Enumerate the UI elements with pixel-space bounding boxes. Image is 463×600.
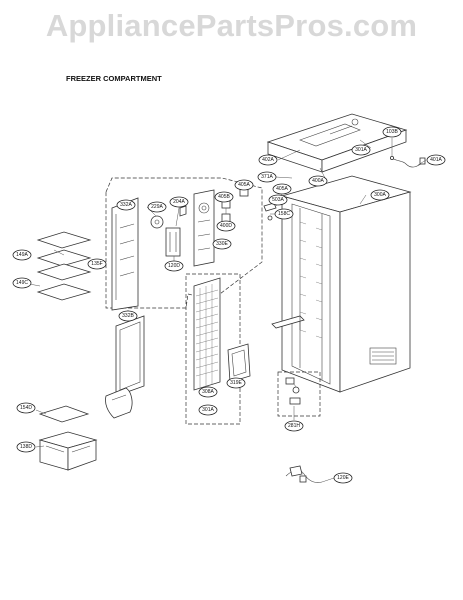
callout-label: 300A (374, 192, 386, 198)
callout-label: 319E (230, 380, 242, 386)
callout-label: 301A (355, 147, 367, 153)
callout-label: 402A (262, 157, 274, 163)
callout-149C: 149C (12, 277, 32, 289)
callout-402A: 402A (258, 154, 278, 166)
callout-405A-mid: 405A (234, 179, 254, 191)
watermark: AppliancePartsPros.com (45, 8, 418, 43)
fan-assembly (150, 205, 187, 257)
control-parts (221, 187, 249, 227)
callout-405B: 405B (214, 191, 234, 203)
callout-120D: 120D (164, 260, 184, 272)
callout-371A: 371A (257, 171, 277, 183)
callout-label: 405A (276, 186, 288, 192)
dispenser-chute (105, 387, 133, 419)
callout-332B: 332B (118, 310, 138, 322)
air-duct-cover (111, 197, 139, 311)
callout-label: 154D (20, 405, 32, 411)
top-control-housing (266, 113, 408, 173)
callout-135F: 135F (87, 258, 107, 270)
exploded-region-drawer (185, 273, 241, 425)
callout-405A-top: 405A (272, 183, 292, 195)
callout-503A: 503A (268, 194, 288, 206)
callout-label: 332B (122, 313, 134, 319)
callout-label: 401A (430, 157, 442, 163)
drain-heater (227, 343, 251, 383)
callout-204A: 204A (169, 196, 189, 208)
callout-158C: 158C (274, 208, 294, 220)
evaporator-panel (193, 189, 215, 267)
callout-229A: 229A (147, 201, 167, 213)
evaporator-coil (193, 277, 221, 391)
callout-120E: 120E (333, 472, 353, 484)
callout-label: 400D (220, 223, 232, 229)
callout-label: 138D (20, 444, 32, 450)
callout-400A: 400A (308, 175, 328, 187)
callout-label: 149A (16, 252, 28, 258)
callout-330E: 330E (212, 238, 232, 250)
callout-label: 204A (173, 199, 185, 205)
callout-319E: 319E (226, 377, 246, 389)
callout-103B: 103B (382, 126, 402, 138)
callout-label: 120E (337, 475, 349, 481)
callout-400D: 400D (216, 220, 236, 232)
callout-label: 158C (278, 211, 290, 217)
callout-label: 149C (16, 280, 28, 286)
callout-154D: 154D (16, 402, 36, 414)
water-tube (285, 465, 323, 483)
callout-label: 103B (386, 129, 398, 135)
callout-label: 400A (312, 178, 324, 184)
callout-label: 301A (202, 407, 214, 413)
section-title: FREEZER COMPARTMENT (66, 74, 162, 83)
valve-parts (285, 377, 301, 405)
callout-label: 503A (272, 197, 284, 203)
callout-308A: 308A (198, 386, 218, 398)
refrigerator-cabinet (280, 175, 412, 393)
callout-281H: 281H (284, 420, 304, 432)
callout-149A: 149A (12, 249, 32, 261)
wire-harness-right (389, 155, 426, 168)
exploded-region-upper (105, 177, 263, 309)
callout-label: 405A (238, 182, 250, 188)
callout-138D: 138D (16, 441, 36, 453)
callout-301A-bot: 301A (198, 404, 218, 416)
callout-label: 120D (168, 263, 180, 269)
hinge-parts (263, 202, 277, 221)
callout-label: 135F (91, 261, 102, 267)
callout-label: 405B (218, 194, 230, 200)
callout-label: 330E (216, 241, 228, 247)
freezer-shelves (36, 231, 92, 301)
freezer-door (115, 315, 145, 397)
callout-label: 332A (120, 202, 132, 208)
water-line-bracket (271, 315, 305, 330)
ice-basket (38, 405, 98, 471)
callout-332A: 332A (116, 199, 136, 211)
callout-401A-top: 401A (426, 154, 446, 166)
callout-300A: 300A (370, 189, 390, 201)
exploded-region-lower (277, 371, 321, 417)
callout-label: 371A (261, 174, 273, 180)
callout-301A-top: 301A (351, 144, 371, 156)
callout-label: 281H (288, 423, 300, 429)
callout-label: 308A (202, 389, 214, 395)
callout-label: 229A (151, 204, 163, 210)
